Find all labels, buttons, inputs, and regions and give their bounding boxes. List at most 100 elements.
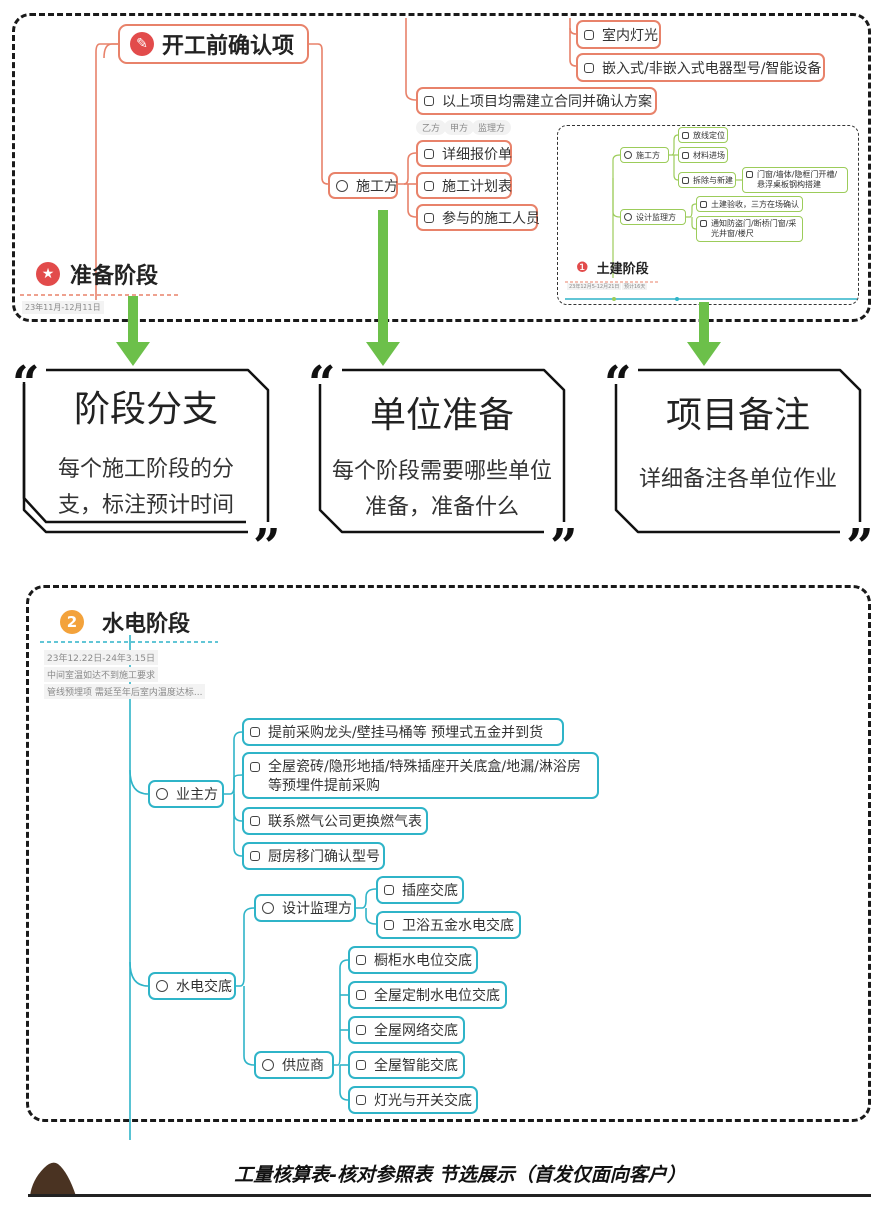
card-outline-3 — [614, 368, 862, 534]
owner-item-tiles[interactable]: 全屋瓷砖/隐形地插/特殊插座开关底盒/地漏/淋浴房等预埋件提前采购 — [242, 752, 599, 799]
checkbox-icon — [584, 29, 594, 40]
civil-phase-header: ❶ 土建阶段 — [576, 258, 649, 278]
supplier-item-smart[interactable]: 全屋智能交底 — [348, 1051, 465, 1079]
supplier-item-lighting[interactable]: 灯光与开关交底 — [348, 1086, 478, 1114]
arrow-shaft-1 — [128, 296, 138, 344]
water-panel-frame — [26, 585, 871, 1122]
card-body: 每个阶段需要哪些单位准备，准备什么 — [331, 459, 552, 520]
thumb-construction-party: 施工方 — [620, 147, 669, 163]
handover-node[interactable]: 水电交底 — [148, 972, 236, 1000]
checkbox-icon — [424, 96, 434, 106]
owner-item-gas[interactable]: 联系燃气公司更换燃气表 — [242, 807, 428, 835]
checkbox-icon — [356, 1025, 366, 1035]
card-unit-prep: 单位准备 每个阶段需要哪些单位准备，准备什么 — [320, 370, 564, 542]
quote-open-3: “ — [604, 356, 632, 412]
circle-icon — [336, 179, 348, 192]
thumb-supervisor: 设计监理方 — [620, 209, 686, 225]
thumb-supervisor-acceptance: 土建验收，三方在场确认 — [696, 196, 803, 212]
supplier-node[interactable]: 供应商 — [254, 1051, 334, 1079]
supplier-item-custom[interactable]: 全屋定制水电位交底 — [348, 981, 507, 1009]
arrows-layer — [116, 210, 721, 366]
owner-item-kitchen-door[interactable]: 厨房移门确认型号 — [242, 842, 385, 870]
item-workers[interactable]: 参与的施工人员 — [416, 204, 540, 231]
card-body: 每个施工阶段的分支，标注预计时间 — [57, 457, 234, 518]
footer-mountain-icon — [30, 1162, 76, 1196]
thumb-supervisor-notify: 通知防盗门/断桥门窗/采光井窗/楼尺 — [696, 216, 803, 242]
water-phase-title: 水电阶段 — [102, 612, 191, 637]
checkbox-icon — [746, 171, 753, 178]
supplier-item-cabinet[interactable]: 橱柜水电位交底 — [348, 946, 478, 974]
supervisor-item-bath[interactable]: 卫浴五金水电交底 — [376, 911, 521, 939]
quote-open-2: “ — [308, 356, 336, 412]
owner-node[interactable]: 业主方 — [148, 780, 224, 808]
water-phase-header[interactable]: 2 水电阶段 — [60, 606, 190, 638]
precheck-title-node[interactable]: ✎ 开工前确认项 — [118, 24, 309, 64]
checkbox-icon — [682, 131, 689, 139]
card-title: 项目备注 — [665, 395, 810, 436]
thumb-item-material: 材料进场 — [678, 147, 728, 163]
water-connectors — [40, 635, 377, 1140]
item-detailed-quote[interactable]: 详细报价单 — [416, 140, 512, 167]
phase-number-badge: ❶ — [576, 259, 589, 276]
checkbox-icon — [682, 176, 689, 184]
card-outline-2 — [318, 368, 566, 534]
phase-number-badge: 2 — [60, 610, 84, 634]
checkbox-icon — [584, 62, 594, 73]
item-construction-plan[interactable]: 施工计划表 — [416, 172, 512, 199]
water-phase-note-temp: 中间室温如达不到施工要求 — [44, 667, 159, 682]
arrow-head-3 — [687, 342, 721, 366]
checkbox-icon — [384, 885, 394, 895]
prep-phase-header[interactable]: ★ 准备阶段 — [36, 258, 158, 290]
item-indoor-lighting[interactable]: 室内灯光 — [576, 20, 661, 49]
precheck-title: 开工前确认项 — [162, 34, 295, 59]
top-connectors — [20, 18, 857, 301]
checkbox-icon — [250, 851, 260, 861]
card-body: 详细备注各单位作业 — [638, 467, 837, 492]
prep-phase-title: 准备阶段 — [70, 264, 159, 289]
arrow-head-2 — [366, 342, 400, 366]
circle-icon — [262, 902, 274, 914]
water-phase-date: 23年12.22日-24年3.15日 — [44, 650, 158, 665]
arrow-head-1 — [116, 342, 150, 366]
circle-icon — [156, 980, 168, 992]
arrow-shaft-2 — [378, 210, 388, 344]
card-title: 阶段分支 — [73, 389, 218, 430]
civil-phase-title: 土建阶段 — [596, 262, 649, 277]
quote-open-1: “ — [12, 356, 40, 412]
quote-close-3: ” — [846, 519, 874, 575]
circle-icon — [624, 151, 632, 159]
arrow-shaft-3 — [699, 302, 709, 344]
item-appliance[interactable]: 嵌入式/非嵌入式电器型号/智能设备 — [576, 53, 825, 82]
supplier-item-network[interactable]: 全屋网络交底 — [348, 1016, 465, 1044]
card-outline-1 — [22, 368, 270, 534]
checkbox-icon — [356, 955, 366, 965]
thumb-item-demolish: 拆除与新建 — [678, 172, 736, 188]
checkbox-icon — [424, 212, 434, 223]
card-title: 单位准备 — [369, 395, 514, 436]
tag-party-a: 甲方 — [444, 120, 475, 135]
construction-party-node[interactable]: 施工方 — [328, 172, 398, 199]
quote-close-1: ” — [253, 519, 281, 575]
item-contract[interactable]: 以上项目均需建立合同并确认方案 — [416, 87, 657, 115]
card-project-notes: 项目备注 详细备注各单位作业 — [616, 370, 860, 542]
circle-icon — [262, 1059, 274, 1071]
cards-outline — [22, 368, 862, 534]
checkbox-icon — [384, 920, 394, 930]
star-icon: ★ — [36, 262, 60, 286]
checkbox-icon — [424, 180, 434, 191]
card-phase-branch: 阶段分支 每个施工阶段的分支，标注预计时间 — [24, 370, 268, 542]
thumb-item-layout: 放线定位 — [678, 127, 728, 143]
top-panel-frame — [12, 13, 871, 322]
checkbox-icon — [250, 727, 260, 737]
footer-rule — [28, 1194, 871, 1197]
owner-item-faucet[interactable]: 提前采购龙头/壁挂马桶等 预埋式五金并到货 — [242, 718, 564, 746]
checkbox-icon — [356, 1060, 366, 1070]
civil-phase-note: 预计16天 — [622, 283, 648, 290]
supervisor-item-socket[interactable]: 插座交底 — [376, 876, 464, 904]
checkbox-icon — [250, 762, 260, 772]
civil-phase-date: 23年12月5-12月21日 — [567, 283, 622, 290]
thumb-demolish-detail: 门窗/墙体/隐框门开槽/悬浮桌板钢构搭建 — [742, 167, 848, 193]
tag-party-b: 乙方 — [416, 120, 447, 135]
quote-close-2: ” — [550, 519, 578, 575]
supervisor-node[interactable]: 设计监理方 — [254, 894, 356, 922]
